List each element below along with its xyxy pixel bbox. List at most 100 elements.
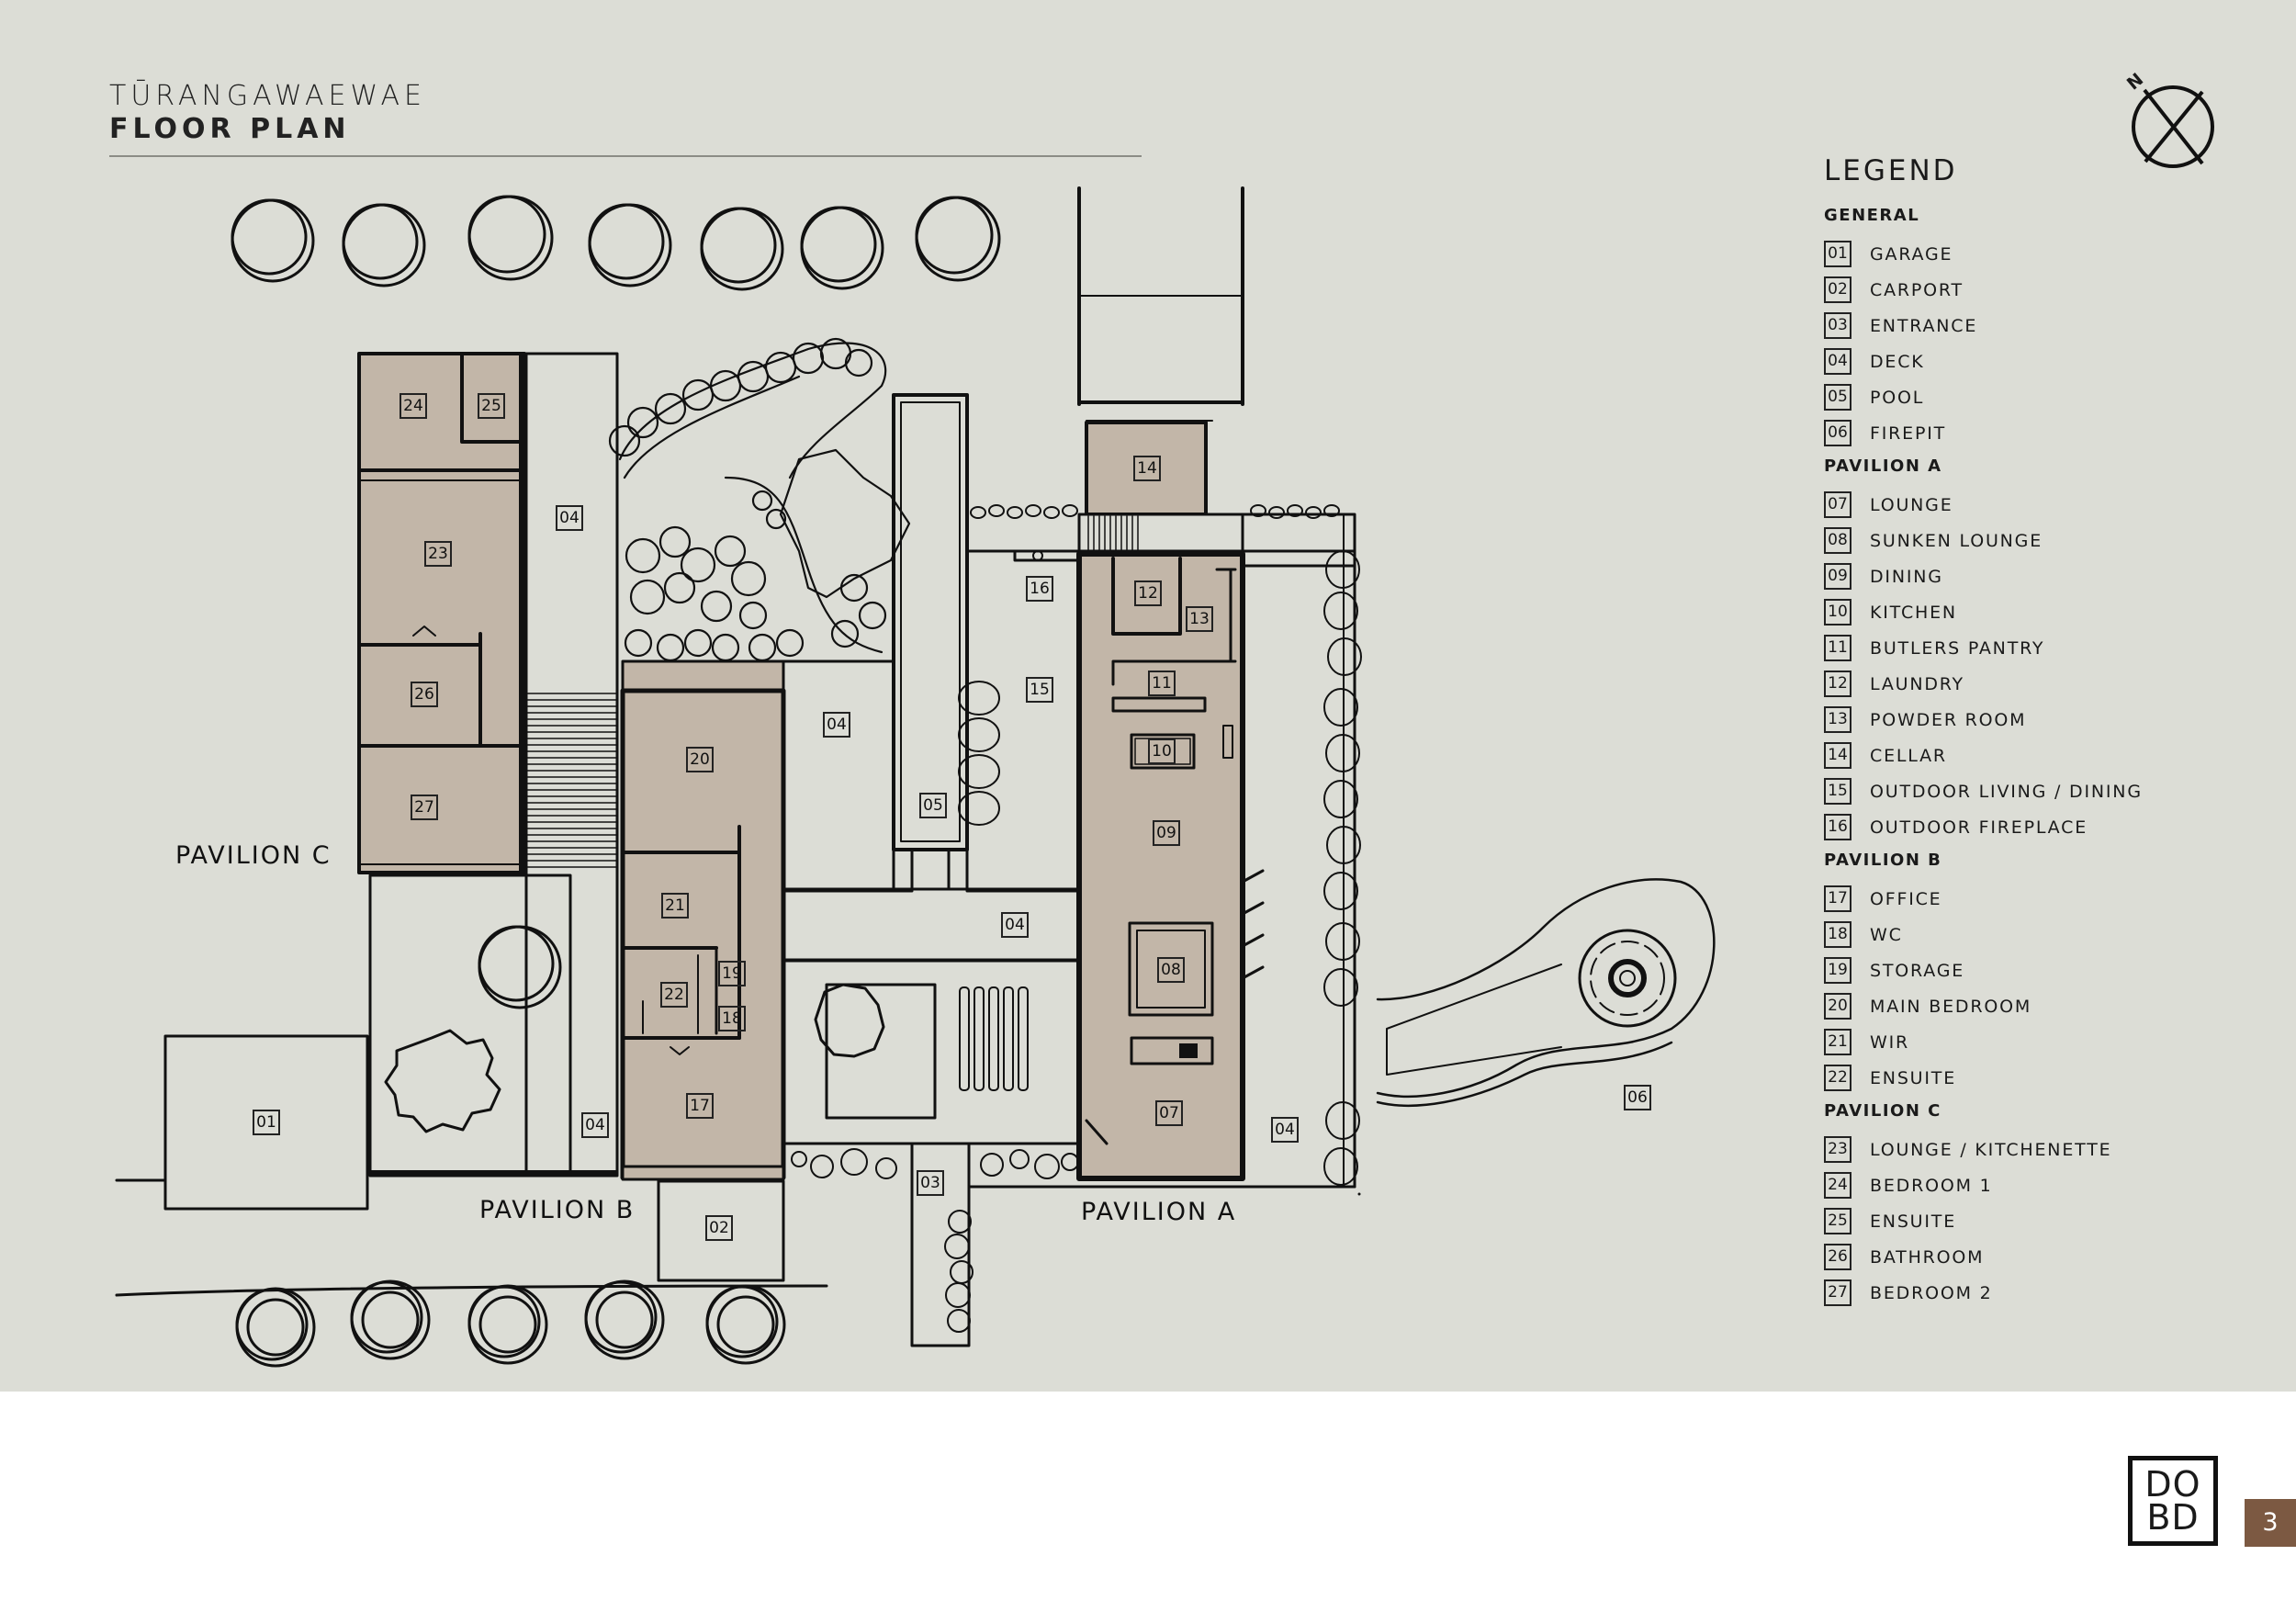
legend-item-label: BUTLERS PANTRY	[1870, 637, 2045, 659]
legend-item: 21 WIR	[1824, 1024, 2246, 1060]
legend-item-number: 02	[1824, 276, 1851, 303]
room-tag-ensuite-b: 22	[660, 982, 688, 1008]
page-number: 3	[2245, 1499, 2296, 1547]
legend-item-label: WC	[1870, 924, 1903, 945]
room-tag-lounge-kitchenette: 23	[424, 541, 452, 567]
garage-outline	[163, 1034, 369, 1211]
room-tag-outdoor-fireplace: 16	[1026, 576, 1053, 602]
room-tag-laundry: 12	[1134, 580, 1162, 606]
room-tag-carport: 02	[705, 1215, 733, 1241]
room-tag-garage: 01	[253, 1110, 280, 1135]
legend-item-label: LAUNDRY	[1870, 673, 1964, 694]
room-tag-deck-c-south: 04	[581, 1112, 609, 1138]
room-tag-powder-room: 13	[1186, 606, 1213, 632]
legend-item-label: BEDROOM 2	[1870, 1282, 1993, 1303]
legend-item-label: DINING	[1870, 566, 1943, 587]
pavilion-a	[967, 186, 1362, 1189]
room-tag-wc: 18	[718, 1006, 746, 1031]
room-tag-deck-central: 04	[823, 712, 850, 738]
firepit	[1376, 878, 1716, 1107]
room-tag-deck-c: 04	[556, 505, 583, 531]
legend-group-heading: PAVILION A	[1824, 456, 1942, 476]
legend-item-number: 25	[1824, 1208, 1851, 1234]
legend-item-number: 22	[1824, 1065, 1851, 1091]
legend-item: 09 DINING	[1824, 558, 2246, 594]
legend-item-number: 05	[1824, 384, 1851, 411]
room-tag-dining: 09	[1153, 820, 1180, 846]
legend-item: 18 WC	[1824, 917, 2246, 952]
pavilion-b-label: PAVILION B	[479, 1196, 636, 1224]
legend-item-number: 09	[1824, 563, 1851, 590]
legend-item-label: ENSUITE	[1870, 1211, 1956, 1232]
legend-item: 23 LOUNGE / KITCHENETTE	[1824, 1132, 2246, 1167]
legend-item: 20 MAIN BEDROOM	[1824, 988, 2246, 1024]
legend-item-label: ENTRANCE	[1870, 315, 1978, 336]
legend-item-label: GARAGE	[1870, 243, 1953, 265]
central-zone	[782, 393, 1081, 1347]
legend-item-number: 08	[1824, 527, 1851, 554]
legend-item-number: 07	[1824, 491, 1851, 518]
room-tag-deck-a: 04	[1271, 1117, 1299, 1143]
room-tag-lounge: 07	[1155, 1100, 1183, 1126]
legend-item-label: POWDER ROOM	[1870, 709, 2027, 730]
legend-item-label: FIREPIT	[1870, 423, 1947, 444]
room-tag-bedroom-2: 27	[411, 795, 438, 820]
room-tag-firepit: 06	[1624, 1085, 1651, 1110]
room-tag-outdoor-living: 15	[1026, 677, 1053, 703]
legend-item-label: STORAGE	[1870, 960, 1965, 981]
legend-item-label: CARPORT	[1870, 279, 1964, 300]
legend-item: 11 BUTLERS PANTRY	[1824, 630, 2246, 666]
legend-group-heading: PAVILION C	[1824, 1101, 1941, 1121]
legend-item-label: OFFICE	[1870, 888, 1942, 909]
trees-top-row	[231, 195, 1001, 291]
legend-item-number: 20	[1824, 993, 1851, 1020]
legend-item-number: 04	[1824, 348, 1851, 375]
room-tag-pool: 05	[919, 793, 947, 818]
legend-item-label: KITCHEN	[1870, 602, 1957, 623]
legend-item-number: 21	[1824, 1029, 1851, 1055]
legend-item-number: 23	[1824, 1136, 1851, 1163]
pavilion-a-label: PAVILION A	[1081, 1198, 1237, 1226]
room-tag-storage: 19	[718, 961, 746, 986]
room-tag-wir: 21	[661, 893, 689, 919]
legend-item-number: 27	[1824, 1279, 1851, 1306]
title-rule	[109, 155, 1142, 157]
legend-item: 02 CARPORT	[1824, 272, 2246, 308]
legend-item-number: 14	[1824, 742, 1851, 769]
room-tag-main-bedroom: 20	[686, 747, 714, 772]
legend-title: LEGEND	[1824, 154, 1958, 187]
legend-item-number: 17	[1824, 885, 1851, 912]
legend-item-label: LOUNGE / KITCHENETTE	[1870, 1139, 2112, 1160]
room-tag-cellar: 14	[1133, 456, 1161, 481]
legend-item-number: 26	[1824, 1244, 1851, 1270]
logo-line-1: DO	[2144, 1464, 2201, 1505]
logo-line-2: BD	[2146, 1497, 2200, 1538]
legend-item-label: MAIN BEDROOM	[1870, 996, 2032, 1017]
room-tag-butlers-pantry: 11	[1148, 671, 1176, 696]
legend-item-label: WIR	[1870, 1031, 1909, 1053]
legend-group-heading: GENERAL	[1824, 206, 1920, 225]
legend-item-label: CELLAR	[1870, 745, 1947, 766]
legend-item: 03 ENTRANCE	[1824, 308, 2246, 344]
dobd-logo: DO BD	[2128, 1456, 2218, 1546]
legend-item-number: 18	[1824, 921, 1851, 948]
legend-item: 14 CELLAR	[1824, 738, 2246, 773]
sheet-title: FLOOR PLAN	[109, 113, 351, 145]
project-name: TŪRANGAWAEWAE	[109, 80, 427, 112]
pavilion-c-label: PAVILION C	[175, 841, 332, 870]
legend-item-number: 03	[1824, 312, 1851, 339]
legend-item-number: 11	[1824, 635, 1851, 661]
